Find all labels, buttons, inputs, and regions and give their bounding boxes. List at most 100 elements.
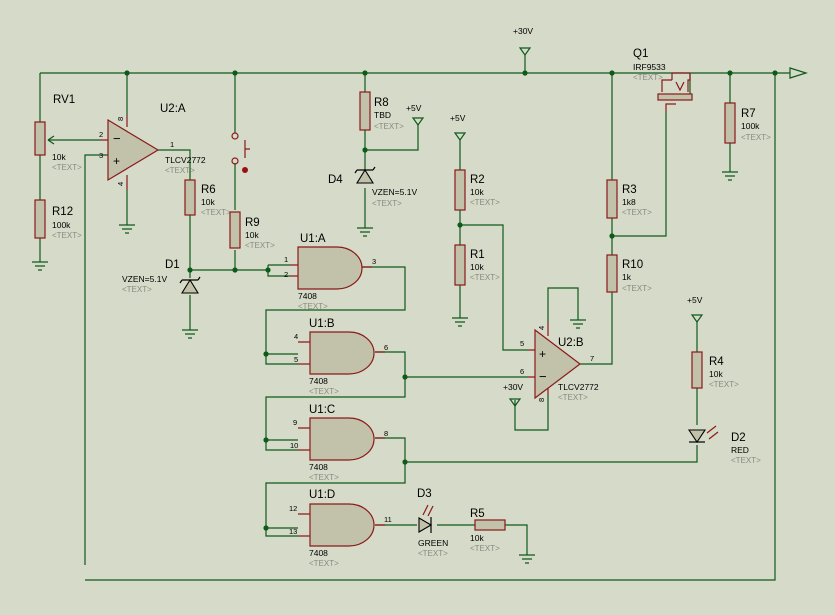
svg-text:2: 2 [99,130,103,139]
junction [232,70,238,76]
and-gate-u1a: U1:A 7408 <TEXT> 1 2 3 [284,233,376,311]
svg-text:10k: 10k [709,369,723,379]
junction [402,459,408,465]
power-label-30v: +30V [503,382,523,392]
ground-icon [452,317,468,327]
power-arrow-icon [508,398,522,408]
svg-text:U2:B: U2:B [558,337,584,349]
junction [232,267,238,273]
junction [265,267,271,273]
ground-icon [519,554,535,564]
svg-text:VZEN=5.1V: VZEN=5.1V [372,187,417,197]
svg-text:5: 5 [294,355,298,364]
resistor-r6: R6 10k <TEXT> [184,179,231,217]
svg-text:13: 13 [289,527,297,536]
resistor-r2: R2 10k <TEXT> [454,169,500,211]
svg-text:R1: R1 [470,249,485,261]
svg-text:1: 1 [170,140,174,149]
junctions [124,70,778,531]
svg-text:<TEXT>: <TEXT> [245,241,275,250]
svg-text:R10: R10 [622,259,643,271]
ground-icon [182,329,198,339]
svg-text:3: 3 [99,151,103,160]
svg-text:RV1: RV1 [53,94,75,106]
svg-text:<TEXT>: <TEXT> [470,544,500,553]
potentiometer-rv1: RV1 10k <TEXT> [34,94,82,172]
mosfet-arrow-icon [675,81,685,92]
svg-text:<TEXT>: <TEXT> [470,198,500,207]
junction [522,70,528,76]
svg-text:6: 6 [384,343,388,352]
svg-text:3: 3 [372,257,376,266]
svg-text:D4: D4 [328,174,343,186]
svg-text:Q1: Q1 [633,48,648,60]
svg-text:10k: 10k [245,230,259,240]
svg-text:11: 11 [384,515,392,524]
svg-text:<TEXT>: <TEXT> [622,284,652,293]
svg-text:<TEXT>: <TEXT> [52,163,82,172]
junction [457,222,463,228]
svg-text:GREEN: GREEN [418,538,448,548]
junction [772,70,778,76]
resistor-r4: R4 10k <TEXT> [691,351,739,389]
svg-text:<TEXT>: <TEXT> [372,199,402,208]
power-arrow-icon [411,117,425,127]
svg-text:1: 1 [284,255,288,264]
power-label-5v: +5V [450,113,466,123]
and-gate-u1b: U1:B 7408 <TEXT> 4 5 6 [294,318,388,396]
svg-text:D1: D1 [165,259,180,271]
svg-text:<TEXT>: <TEXT> [52,231,82,240]
svg-text:<TEXT>: <TEXT> [622,208,652,217]
junction [609,70,615,76]
svg-text:8: 8 [384,429,388,438]
svg-text:R2: R2 [470,174,485,186]
svg-text:4: 4 [537,326,546,330]
led-d2: D2 RED <TEXT> [687,425,761,465]
zener-d1: D1 VZEN=5.1V <TEXT> [122,259,201,294]
svg-text:<TEXT>: <TEXT> [558,393,588,402]
svg-text:100k: 100k [741,121,760,131]
svg-text:7: 7 [590,354,594,363]
junction [263,351,269,357]
svg-text:<TEXT>: <TEXT> [165,166,195,175]
svg-text:8: 8 [537,398,546,402]
svg-text:10: 10 [290,441,298,450]
svg-text:<TEXT>: <TEXT> [309,387,339,396]
svg-text:<TEXT>: <TEXT> [309,559,339,568]
resistor-r12: R12 100k <TEXT> [34,199,82,240]
svg-text:10k: 10k [470,262,484,272]
svg-text:U1:A: U1:A [300,233,326,245]
svg-text:−: − [539,369,547,384]
svg-text:10k: 10k [201,197,215,207]
svg-text:4: 4 [116,182,125,186]
grounds [32,171,738,564]
svg-text:R8: R8 [374,97,389,109]
svg-text:6: 6 [520,367,524,376]
wire-feedback-loop [85,73,776,581]
svg-text:R12: R12 [52,206,73,218]
svg-text:<TEXT>: <TEXT> [741,133,771,142]
ground-icon [119,224,135,234]
ground-icon [32,261,48,271]
junction [402,374,408,380]
svg-text:7408: 7408 [309,548,328,558]
power-label-5v: +5V [406,103,422,113]
svg-text:<TEXT>: <TEXT> [374,122,404,131]
svg-text:<TEXT>: <TEXT> [731,456,761,465]
output-terminal-icon [789,67,809,79]
svg-text:4: 4 [294,332,298,341]
svg-text:R6: R6 [201,184,216,196]
svg-text:100k: 100k [52,220,71,230]
svg-text:−: − [113,131,121,146]
led-light-icon [422,504,434,517]
svg-text:7408: 7408 [309,462,328,472]
svg-text:TLCV2772: TLCV2772 [558,382,599,392]
power-arrow-icon [518,47,532,57]
svg-text:R5: R5 [470,508,485,520]
zener-d4: D4 VZEN=5.1V <TEXT> [328,166,417,208]
svg-text:IRF9533: IRF9533 [633,62,666,72]
power-arrow-icon [690,314,704,324]
svg-text:U1:C: U1:C [309,404,335,416]
svg-text:U2:A: U2:A [160,103,186,115]
